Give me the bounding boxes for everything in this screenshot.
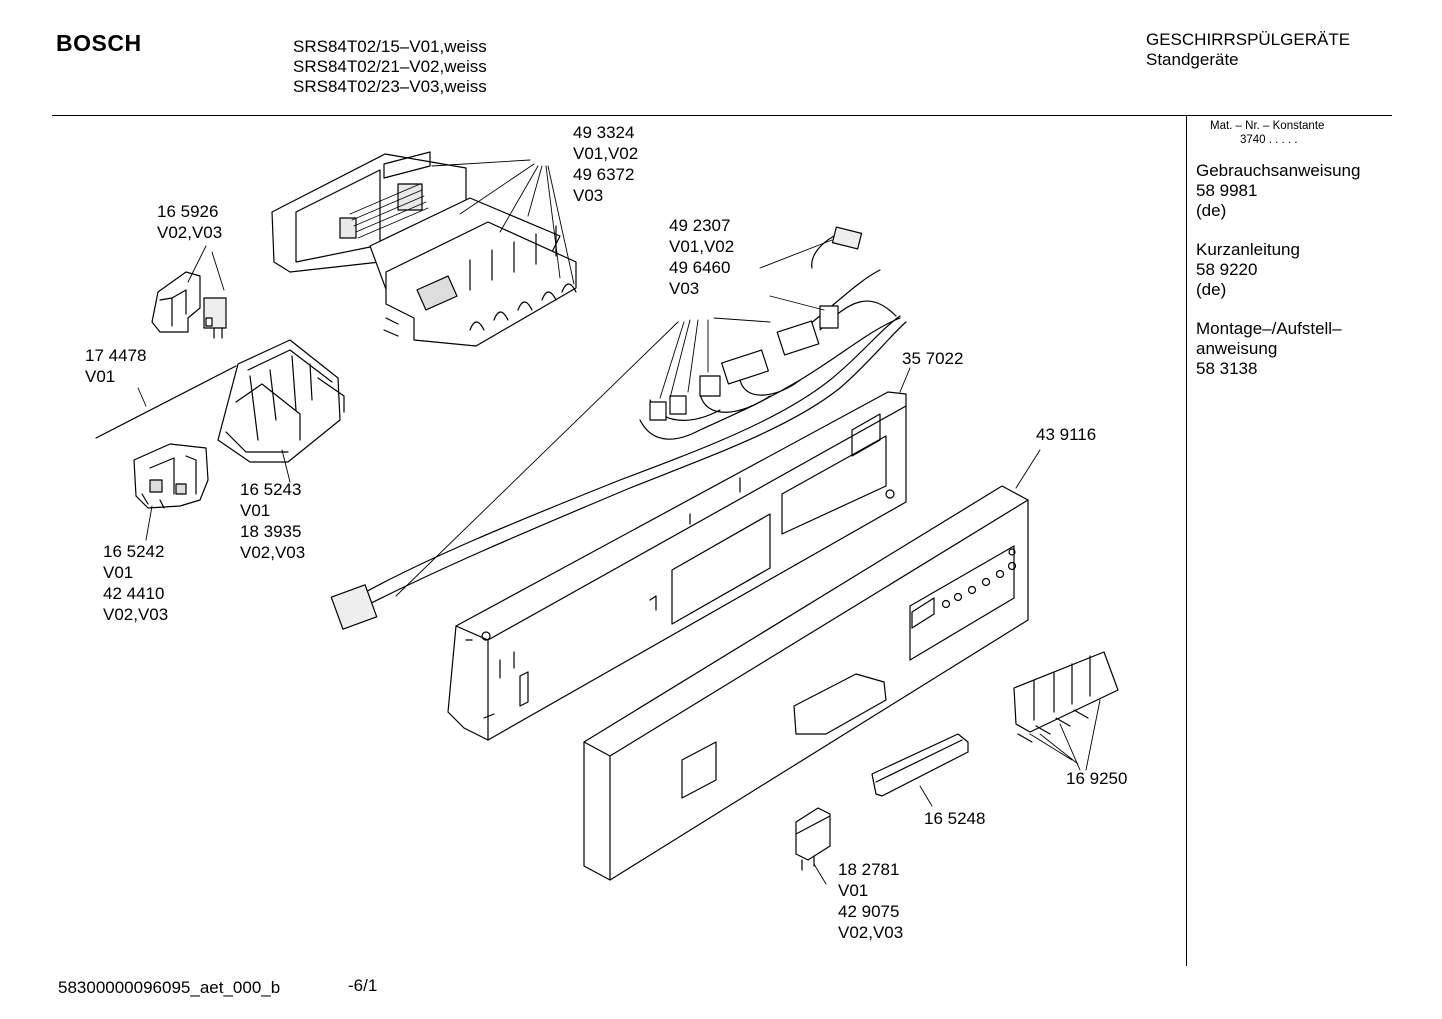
wiring-harness-part — [331, 227, 906, 629]
part-variant: V03 — [573, 186, 604, 205]
part-number: 18 3935 — [240, 522, 302, 541]
button-block-part — [1014, 652, 1118, 742]
socket-housing-part — [218, 340, 344, 462]
part-variant: V01 — [838, 881, 869, 900]
leader-lines — [138, 160, 1100, 884]
part-number: 35 7022 — [902, 349, 964, 368]
model-line: SRS84T02/15–V01,weiss — [293, 37, 487, 56]
document-entry: Gebrauchsanweisung 58 9981 (de) — [1196, 161, 1360, 221]
doc-title: Montage–/Aufstell– — [1196, 319, 1342, 338]
doc-lang: (de) — [1196, 280, 1227, 299]
document-id: 58300000096095_aet_000_b — [58, 978, 281, 997]
part-variant: V01 — [103, 563, 134, 582]
part-variant: V01 — [240, 501, 271, 520]
part-callout: 18 2781 V01 42 9075 V02,V03 — [838, 859, 903, 943]
part-callout: 16 5242 V01 42 4410 V02,V03 — [103, 541, 168, 625]
wire-rod-part — [96, 366, 236, 438]
part-callout: 16 9250 — [1066, 768, 1127, 789]
part-callout: 35 7022 — [902, 348, 963, 369]
part-number: 42 9075 — [838, 902, 900, 921]
doc-title: anweisung — [1196, 339, 1278, 358]
doc-number: 58 9981 — [1196, 181, 1258, 200]
document-entry: Kurzanleitung 58 9220 (de) — [1196, 240, 1360, 300]
part-number: 16 5242 — [103, 542, 165, 561]
header-divider — [52, 115, 1392, 116]
model-list: SRS84T02/15–V01,weiss SRS84T02/21–V02,we… — [293, 37, 487, 97]
brand-logo: BOSCH — [56, 30, 142, 56]
part-number: 16 9250 — [1066, 769, 1128, 788]
part-variant: V01,V02 — [573, 144, 639, 163]
doc-lang: (de) — [1196, 201, 1227, 220]
part-number: 49 3324 — [573, 123, 635, 142]
part-callout: 16 5243 V01 18 3935 V02,V03 — [240, 479, 305, 563]
model-line: SRS84T02/21–V02,weiss — [293, 57, 487, 76]
sidebar-divider — [1186, 116, 1187, 966]
mat-value: 3740 . . . . . — [1240, 134, 1298, 146]
category-subtitle: Standgeräte — [1146, 50, 1239, 69]
part-callout: 49 2307 V01,V02 49 6460 V03 — [669, 215, 734, 299]
part-number: 16 5248 — [924, 809, 986, 828]
part-number: 16 5243 — [240, 480, 302, 499]
mat-label: Mat. – Nr. – Konstante — [1210, 120, 1325, 132]
doc-title: Kurzanleitung — [1196, 240, 1300, 259]
small-switch-part — [796, 808, 830, 870]
product-category: GESCHIRRSPÜLGERÄTE Standgeräte — [1146, 30, 1350, 70]
document-entry: Montage–/Aufstell– anweisung 58 3138 — [1196, 319, 1360, 379]
part-number: 43 9116 — [1036, 425, 1097, 444]
doc-title: Gebrauchsanweisung — [1196, 161, 1361, 180]
front-fascia-part — [584, 486, 1028, 880]
clip-part — [872, 734, 968, 796]
category-title: GESCHIRRSPÜLGERÄTE — [1146, 30, 1351, 49]
switch-part — [134, 444, 208, 508]
part-number: 17 4478 — [85, 346, 147, 365]
part-callout: 16 5248 — [924, 808, 985, 829]
part-number: 18 2781 — [838, 860, 900, 879]
model-line: SRS84T02/23–V03,weiss — [293, 77, 487, 96]
doc-number: 58 9220 — [1196, 260, 1258, 279]
panel-frame-part — [448, 392, 906, 740]
doc-number: 58 3138 — [1196, 359, 1258, 378]
part-number: 49 6460 — [669, 258, 731, 277]
part-variant: V02,V03 — [157, 223, 223, 242]
part-variant: V02,V03 — [838, 923, 904, 942]
part-number: 16 5926 — [157, 202, 219, 221]
part-number: 49 2307 — [669, 216, 731, 235]
part-callout: 17 4478 V01 — [85, 345, 146, 387]
part-callout: 49 3324 V01,V02 49 6372 V03 — [573, 122, 638, 206]
part-variant: V01,V02 — [669, 237, 735, 256]
control-module-part — [272, 152, 576, 346]
part-number: 49 6372 — [573, 165, 635, 184]
part-variant: V02,V03 — [103, 605, 169, 624]
document-list: Gebrauchsanweisung 58 9981 (de) Kurzanle… — [1196, 161, 1360, 398]
part-number: 42 4410 — [103, 584, 165, 603]
part-variant: V03 — [669, 279, 700, 298]
page-number: -6/1 — [348, 976, 378, 995]
part-callout: 16 5926 V02,V03 — [157, 201, 222, 243]
part-callout: 43 9116 — [1036, 424, 1096, 445]
relay-bracket-part — [152, 272, 226, 338]
part-variant: V02,V03 — [240, 543, 306, 562]
part-variant: V01 — [85, 367, 116, 386]
material-constant: Mat. – Nr. – Konstante 3740 . . . . . — [1210, 119, 1324, 147]
